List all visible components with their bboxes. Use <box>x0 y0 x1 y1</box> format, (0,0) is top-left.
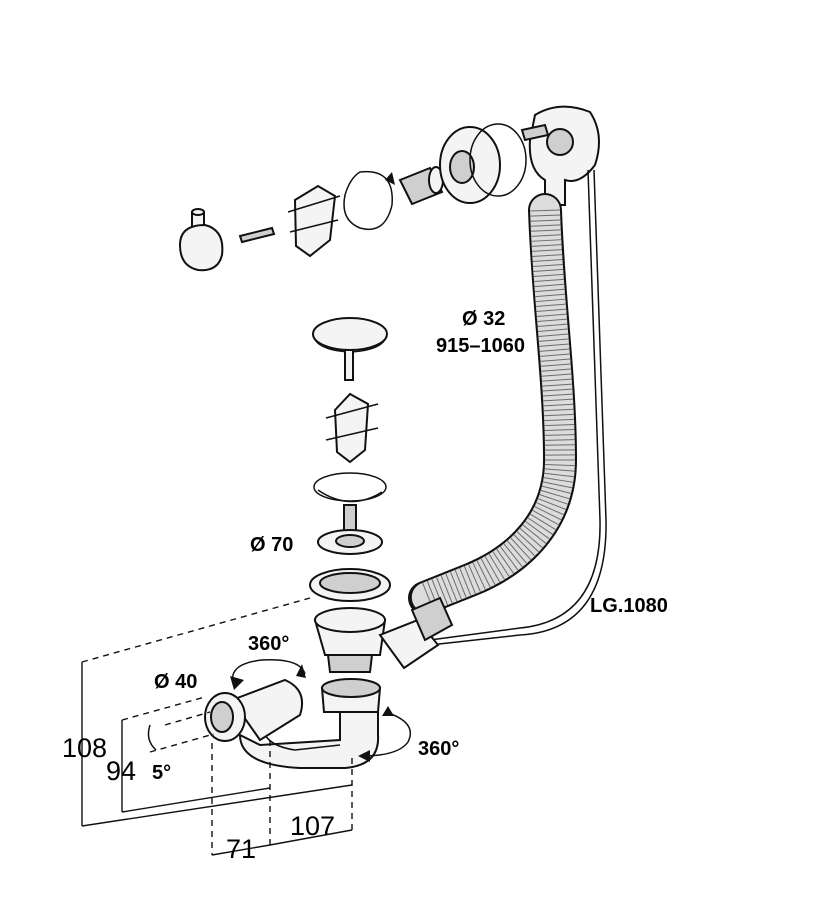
overflow-rosette <box>439 123 527 204</box>
waste-body <box>313 596 454 673</box>
overflow-handle <box>178 208 224 272</box>
rotation-top-label: 360° <box>248 633 289 655</box>
overflow-bracket <box>287 184 341 258</box>
flexible-hose <box>408 193 578 615</box>
dimension-lines <box>81 597 353 856</box>
hose-diameter-label: Ø 32 <box>462 308 505 330</box>
plug-bracket <box>325 392 379 464</box>
plug-cap <box>312 317 388 381</box>
waste-grate <box>317 529 383 555</box>
width-b-label: 107 <box>290 811 335 841</box>
rotation-arrow-top <box>230 659 306 690</box>
rotation-ring-plug <box>313 472 387 503</box>
overflow-nut <box>398 166 444 206</box>
plug-stem <box>343 504 357 532</box>
waste-flange <box>309 568 391 602</box>
waste-nut <box>320 678 382 713</box>
outlet-elbow <box>230 678 304 742</box>
hose-length-label: 915–1060 <box>436 335 525 357</box>
height-outlet-label: 94 <box>106 756 136 786</box>
height-total-label: 108 <box>62 733 107 763</box>
angle-arrow <box>147 724 157 751</box>
waste-diameter-label: Ø 70 <box>250 534 293 556</box>
bowden-cable <box>399 169 607 651</box>
rotation-arrow-bottom <box>358 706 412 762</box>
spindle-screw <box>238 226 276 244</box>
width-a-label: 71 <box>226 834 256 864</box>
rotation-bottom-label: 360° <box>418 738 459 760</box>
outlet-nut <box>204 692 246 742</box>
cable-length-label: LG.1080 <box>590 595 668 617</box>
angle-label: 5° <box>152 762 171 784</box>
rotation-ring-top <box>343 170 395 230</box>
overflow-elbow <box>520 105 600 206</box>
outlet-diameter-label: Ø 40 <box>154 671 197 693</box>
